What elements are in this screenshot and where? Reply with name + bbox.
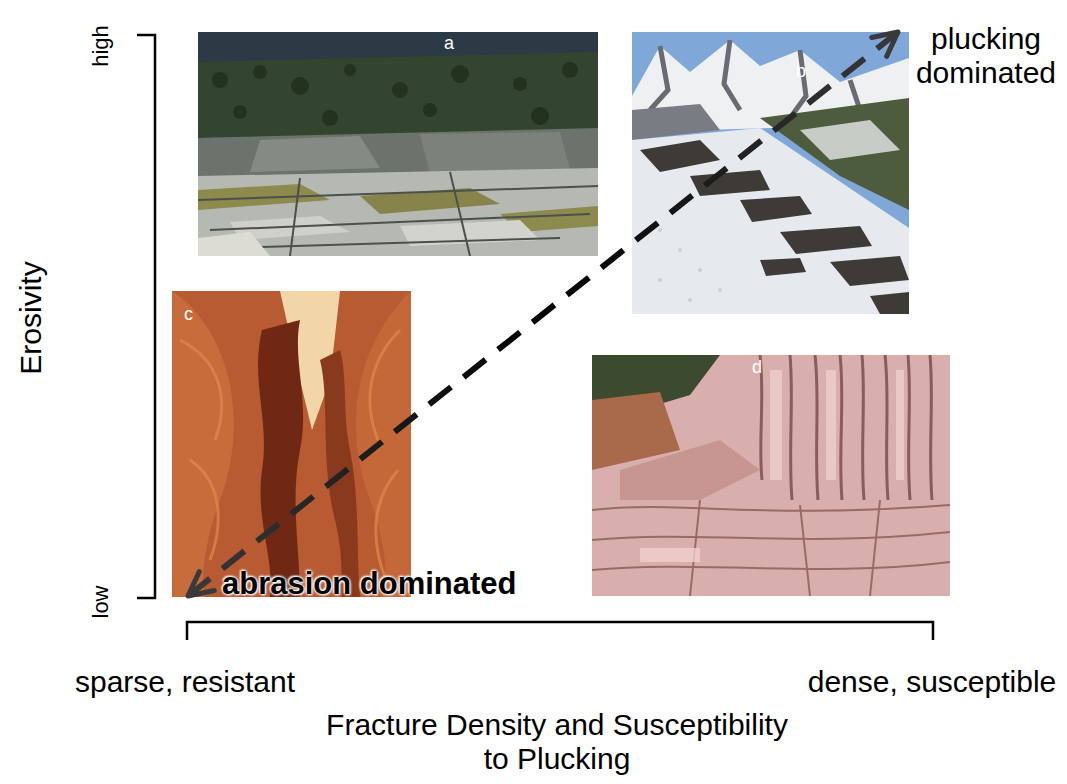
label-box: high	[88, 25, 113, 67]
axis-title: Erosivity	[13, 261, 48, 374]
label-box: Erosivity	[13, 261, 48, 374]
label-box: abrasion dominated	[222, 566, 517, 602]
panel-letter-box: a	[444, 34, 454, 54]
panel-letter: b	[796, 61, 806, 81]
trend-end-label: abrasion dominated	[222, 566, 517, 602]
x-axis-bracket	[187, 622, 933, 640]
photo-panel: d	[592, 355, 950, 596]
panel-letter-box: d	[752, 358, 762, 378]
y-axis-bracket	[137, 35, 155, 598]
label-box: sparse, resistant	[75, 664, 295, 699]
panel-letter: d	[752, 357, 762, 377]
label-box: dense, susceptible	[808, 664, 1057, 699]
axis-end-label: low	[88, 585, 113, 618]
axis-end-label: sparse, resistant	[75, 664, 295, 699]
axis-title: Fracture Density and Susceptibility to P…	[317, 708, 797, 776]
panel-letter-box: b	[796, 62, 806, 82]
photo-snow-field	[632, 32, 909, 314]
trend-end-label: plucking dominated	[908, 22, 1064, 90]
trend-arrow	[188, 32, 898, 596]
photo-panel: b	[632, 32, 909, 314]
photo-granite-slabs	[198, 32, 598, 256]
label-box: plucking dominated	[908, 22, 1064, 90]
label-box: low	[88, 585, 113, 618]
label-box: Fracture Density and Susceptibility to P…	[317, 708, 797, 776]
photo-fractured-sandstone	[592, 355, 950, 596]
photo-panel: a	[198, 32, 598, 256]
axis-end-label: high	[88, 25, 113, 67]
axis-end-label: dense, susceptible	[808, 664, 1057, 699]
photo-panel: c	[172, 291, 411, 597]
panel-letter: c	[184, 304, 193, 324]
panel-letter-box: c	[184, 305, 193, 325]
panel-letter: a	[444, 33, 454, 53]
